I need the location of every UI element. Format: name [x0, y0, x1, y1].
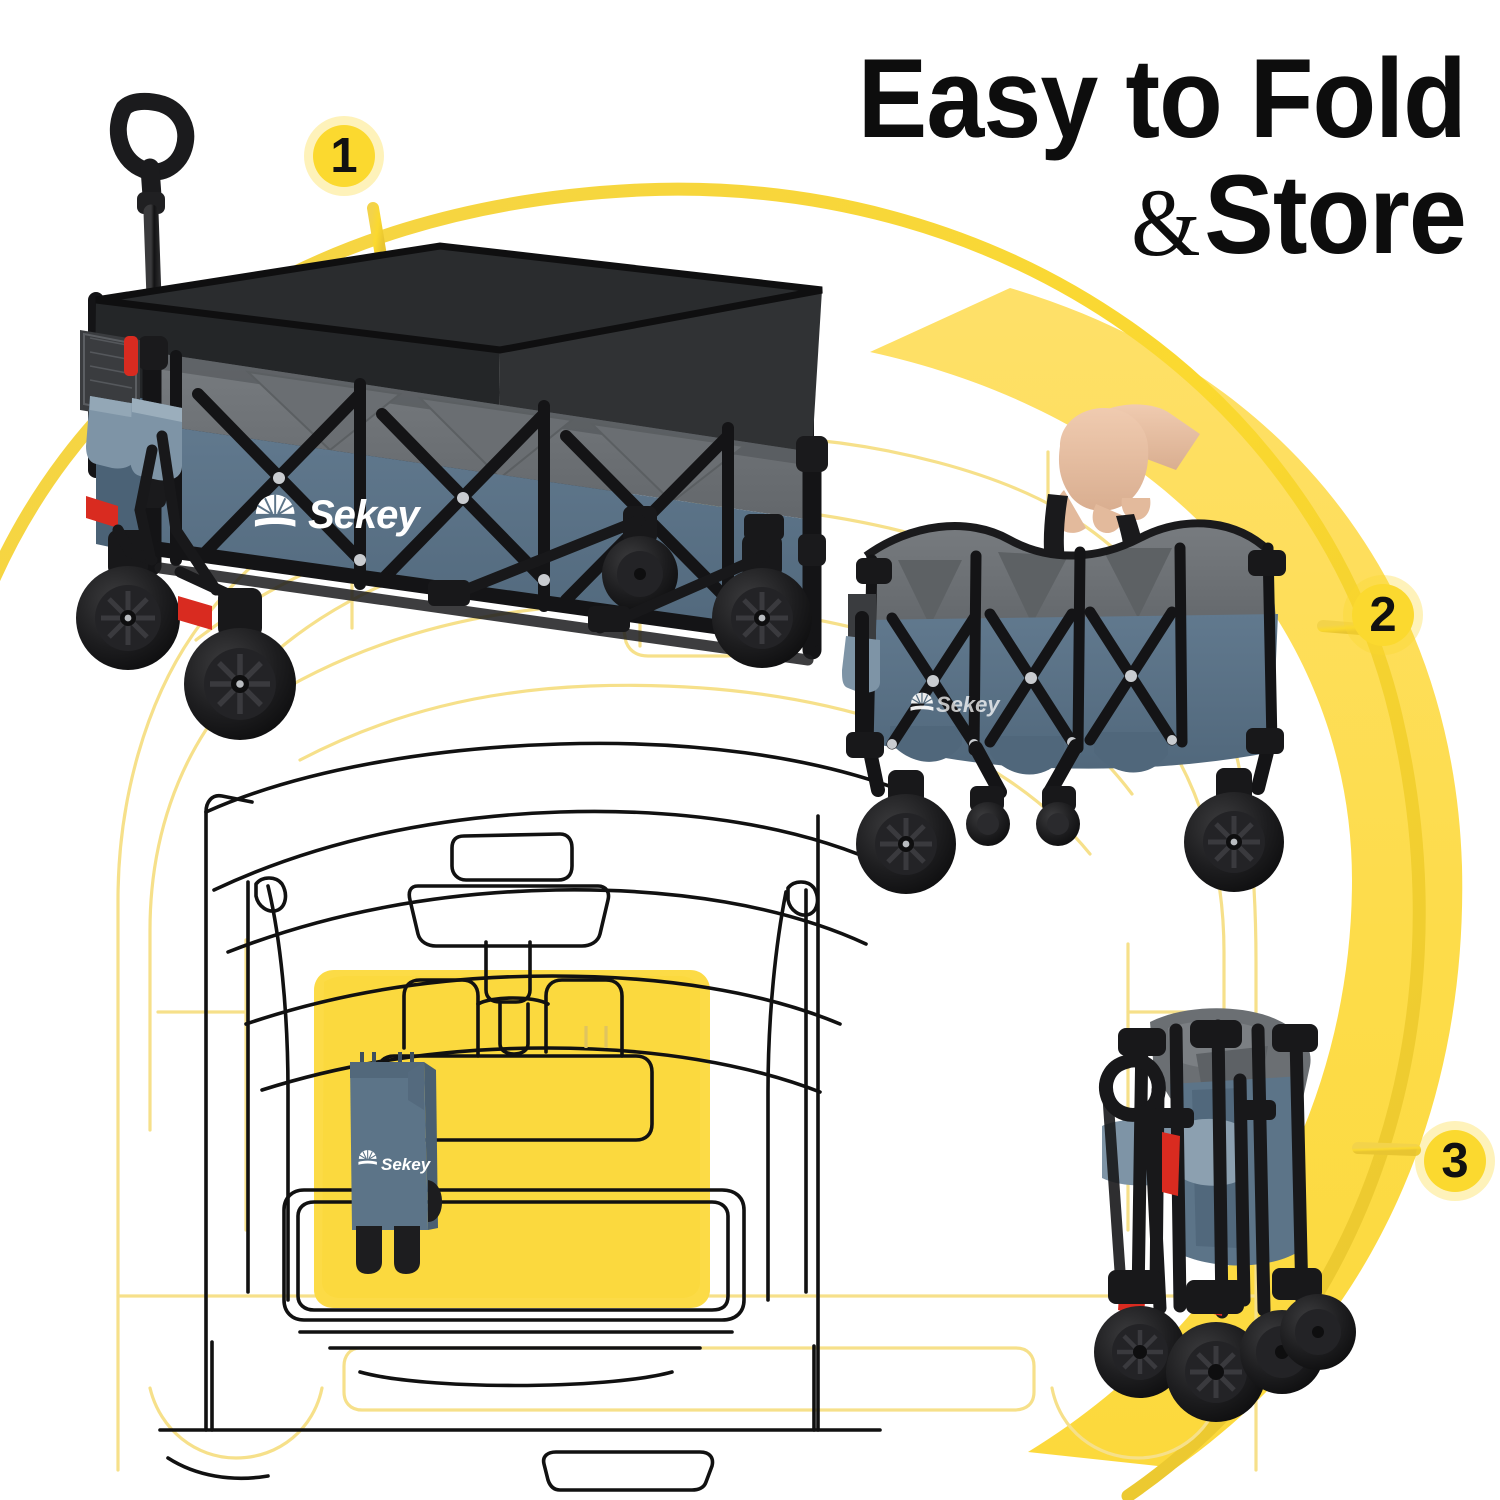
step3-red-lever [1162, 1132, 1180, 1196]
tailgate-outline [158, 741, 902, 1492]
svg-text:Sekey: Sekey [308, 493, 421, 537]
svg-text:Sekey: Sekey [936, 692, 1001, 717]
title-line-1: Easy to Fold [857, 36, 1467, 161]
brake-pedal-2 [178, 596, 212, 630]
cup-holder-left [86, 396, 136, 469]
red-lever-upper [124, 336, 138, 376]
title-line-2: &Store [858, 158, 1467, 270]
sekey-logo-step2: Sekey [910, 692, 1001, 717]
seat-anchors [584, 1026, 608, 1048]
tick-step-1 [367, 202, 387, 262]
step-badge-3: 3 [1424, 1130, 1486, 1192]
storage-bag: Sekey [350, 1052, 442, 1274]
title-ampersand: & [1131, 168, 1205, 276]
tick-step-3 [1352, 1142, 1421, 1156]
step3-wheels [1094, 1294, 1356, 1422]
step2-gray-fabric [863, 519, 1276, 628]
title-store-word: Store [1204, 151, 1467, 277]
step-badge-2: 2 [1352, 584, 1414, 646]
brake-pedal-1 [86, 496, 118, 528]
svg-text:Sekey: Sekey [381, 1155, 432, 1174]
corner-brackets [138, 336, 828, 566]
yellow-swoosh-band [870, 288, 1463, 1468]
sekey-logo-on-wagon: Sekey [254, 493, 422, 537]
hand-holding-strap [1053, 404, 1200, 534]
step2-wheels [856, 768, 1284, 894]
wheel-assembly-step1 [76, 430, 812, 740]
step3-joints [1108, 1020, 1322, 1314]
step-badge-1: 1 [313, 125, 375, 187]
page-title: Easy to Fold &Store [812, 36, 1467, 271]
